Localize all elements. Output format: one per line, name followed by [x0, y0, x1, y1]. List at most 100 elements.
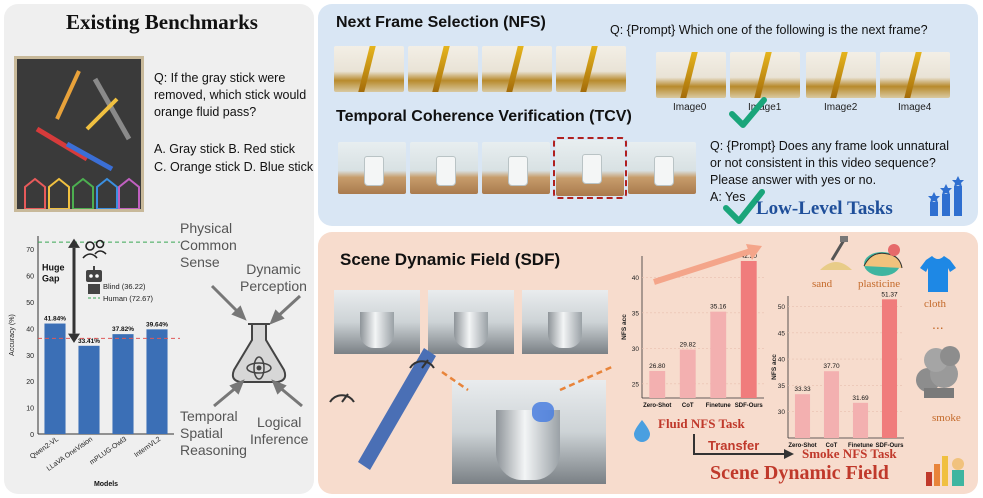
sdf-title: Scene Dynamic Field (SDF)	[340, 250, 561, 269]
nfs-title: Next Frame Selection (NFS)	[336, 14, 546, 31]
option-label-2: Image2	[824, 102, 858, 113]
nfs-option-image2	[806, 52, 876, 98]
option-label-4: Image4	[898, 102, 932, 113]
bar	[112, 334, 134, 434]
nfs-frame-3	[482, 46, 552, 92]
material-plasticine: plasticine	[858, 278, 901, 290]
nfs-frame-1	[334, 46, 404, 92]
bar-value-label: 39.64%	[146, 321, 168, 328]
smoke-icon	[916, 346, 960, 398]
y-tick-label: 30	[26, 353, 34, 360]
category-physical-common-sense: Physical Common Sense	[180, 220, 237, 270]
legend-entry: Human (72.67)	[103, 294, 154, 303]
y-tick-label: 60	[26, 274, 34, 281]
nfs-option-image0	[656, 52, 726, 98]
y-axis-label: Accuracy (%)	[9, 314, 16, 356]
scene-frame-2	[428, 290, 514, 354]
bar-value-label: 35.16	[710, 304, 727, 311]
y-tick-label: 35	[632, 310, 640, 317]
x-axis-label: Models	[94, 481, 118, 488]
y-tick-label: 30	[632, 346, 640, 353]
bar	[649, 371, 666, 398]
nfs-frame-2	[408, 46, 478, 92]
bar	[710, 311, 727, 398]
plasticine-icon	[863, 244, 903, 276]
scene-frame-3	[522, 290, 608, 354]
x-tick-label: mPLUG-Owl3	[89, 436, 128, 467]
bar	[881, 299, 898, 438]
category-logical-inference: Logical Inference	[250, 414, 309, 447]
y-tick-label: 20	[26, 379, 34, 386]
fluid-task-label: Fluid NFS Task	[658, 416, 745, 431]
tcv-question-line-2: or not consistent in this video sequence…	[710, 156, 936, 170]
camera-slider	[358, 348, 436, 470]
material-smoke: smoke	[932, 412, 961, 424]
gauge-icon	[329, 394, 355, 403]
category-temporal-spatial-reasoning: Temporal Spatial Reasoning	[180, 408, 247, 458]
y-tick-label: 25	[632, 381, 640, 388]
ranking-bars-icon	[928, 176, 964, 216]
x-tick-label: Zero-Shot	[643, 403, 671, 409]
bar	[78, 345, 100, 434]
bar-value-label: 33.33	[794, 386, 811, 393]
y-tick-label: 30	[778, 409, 786, 416]
gauge-icon	[409, 360, 435, 369]
tcv-frame-1	[338, 142, 406, 194]
flask-icon	[231, 323, 287, 383]
y-tick-label: 0	[30, 432, 34, 439]
bar-value-label: 37.70	[823, 363, 840, 370]
bar	[146, 329, 168, 434]
bar	[44, 323, 66, 434]
y-tick-label: 35	[778, 383, 786, 390]
bar	[679, 349, 696, 398]
robot-icon	[86, 266, 102, 294]
y-tick-label: 40	[632, 275, 640, 282]
scene-frame-1	[334, 290, 420, 354]
tcv-title: Temporal Coherence Verification (TCV)	[336, 108, 632, 125]
improvement-arrow	[653, 244, 762, 285]
y-tick-label: 10	[26, 406, 34, 413]
checkmark-icon	[723, 189, 765, 224]
tcv-frame-2	[410, 142, 478, 194]
bar-value-label: 41.84%	[44, 316, 66, 323]
physics-scene-image	[14, 56, 144, 212]
bar	[794, 394, 811, 438]
x-tick-label: SDF-Ours	[735, 403, 764, 409]
bar-value-label: 37.82%	[112, 326, 134, 333]
low-level-tasks-panel: Next Frame Selection (NFS) Q: {Prompt} W…	[318, 4, 978, 226]
x-tick-label: CoT	[682, 403, 694, 409]
x-tick-label: SDF-Ours	[875, 443, 904, 449]
x-tick-label: InternVL2	[133, 436, 162, 459]
x-tick-label: CoT	[826, 443, 838, 449]
tcv-question-line-3: Please answer with yes or no.	[710, 173, 877, 187]
tcv-frame-3	[482, 142, 550, 194]
y-tick-label: 70	[26, 247, 34, 254]
bar	[852, 402, 869, 438]
category-dynamic-perception: Dynamic Perception	[240, 261, 307, 294]
gap-arrow-head	[68, 333, 80, 343]
material-more: ...	[932, 316, 944, 332]
benchmark-question: Q: If the gray stick were removed, which…	[154, 71, 307, 119]
nfs-question: Q: {Prompt} Which one of the following i…	[610, 23, 928, 37]
people-icon	[82, 239, 107, 259]
legend-entry: Blind (36.22)	[103, 282, 146, 291]
y-axis-label: NFS acc	[771, 354, 778, 380]
benchmark-options-1: A. Gray stick B. Red stick	[154, 142, 296, 156]
bar-value-label: 51.37	[881, 291, 898, 298]
tcv-answer: A: Yes	[710, 190, 746, 204]
x-tick-label: Qwen2-VL	[29, 436, 60, 461]
transfer-label: Transfer	[708, 438, 760, 453]
bar-value-label: 31.69	[852, 395, 869, 402]
low-level-tasks-label: Low-Level Tasks	[756, 198, 893, 219]
nfs-frame-4	[556, 46, 626, 92]
material-sand: sand	[812, 278, 833, 290]
transfer-arrow	[693, 434, 794, 459]
bar-value-label: 29.82	[680, 342, 697, 349]
y-tick-label: 45	[778, 330, 786, 337]
existing-benchmarks-panel: Existing Benchmarks Q: If the gray stick…	[4, 4, 314, 494]
bar-value-label: 33.41%	[78, 338, 100, 345]
